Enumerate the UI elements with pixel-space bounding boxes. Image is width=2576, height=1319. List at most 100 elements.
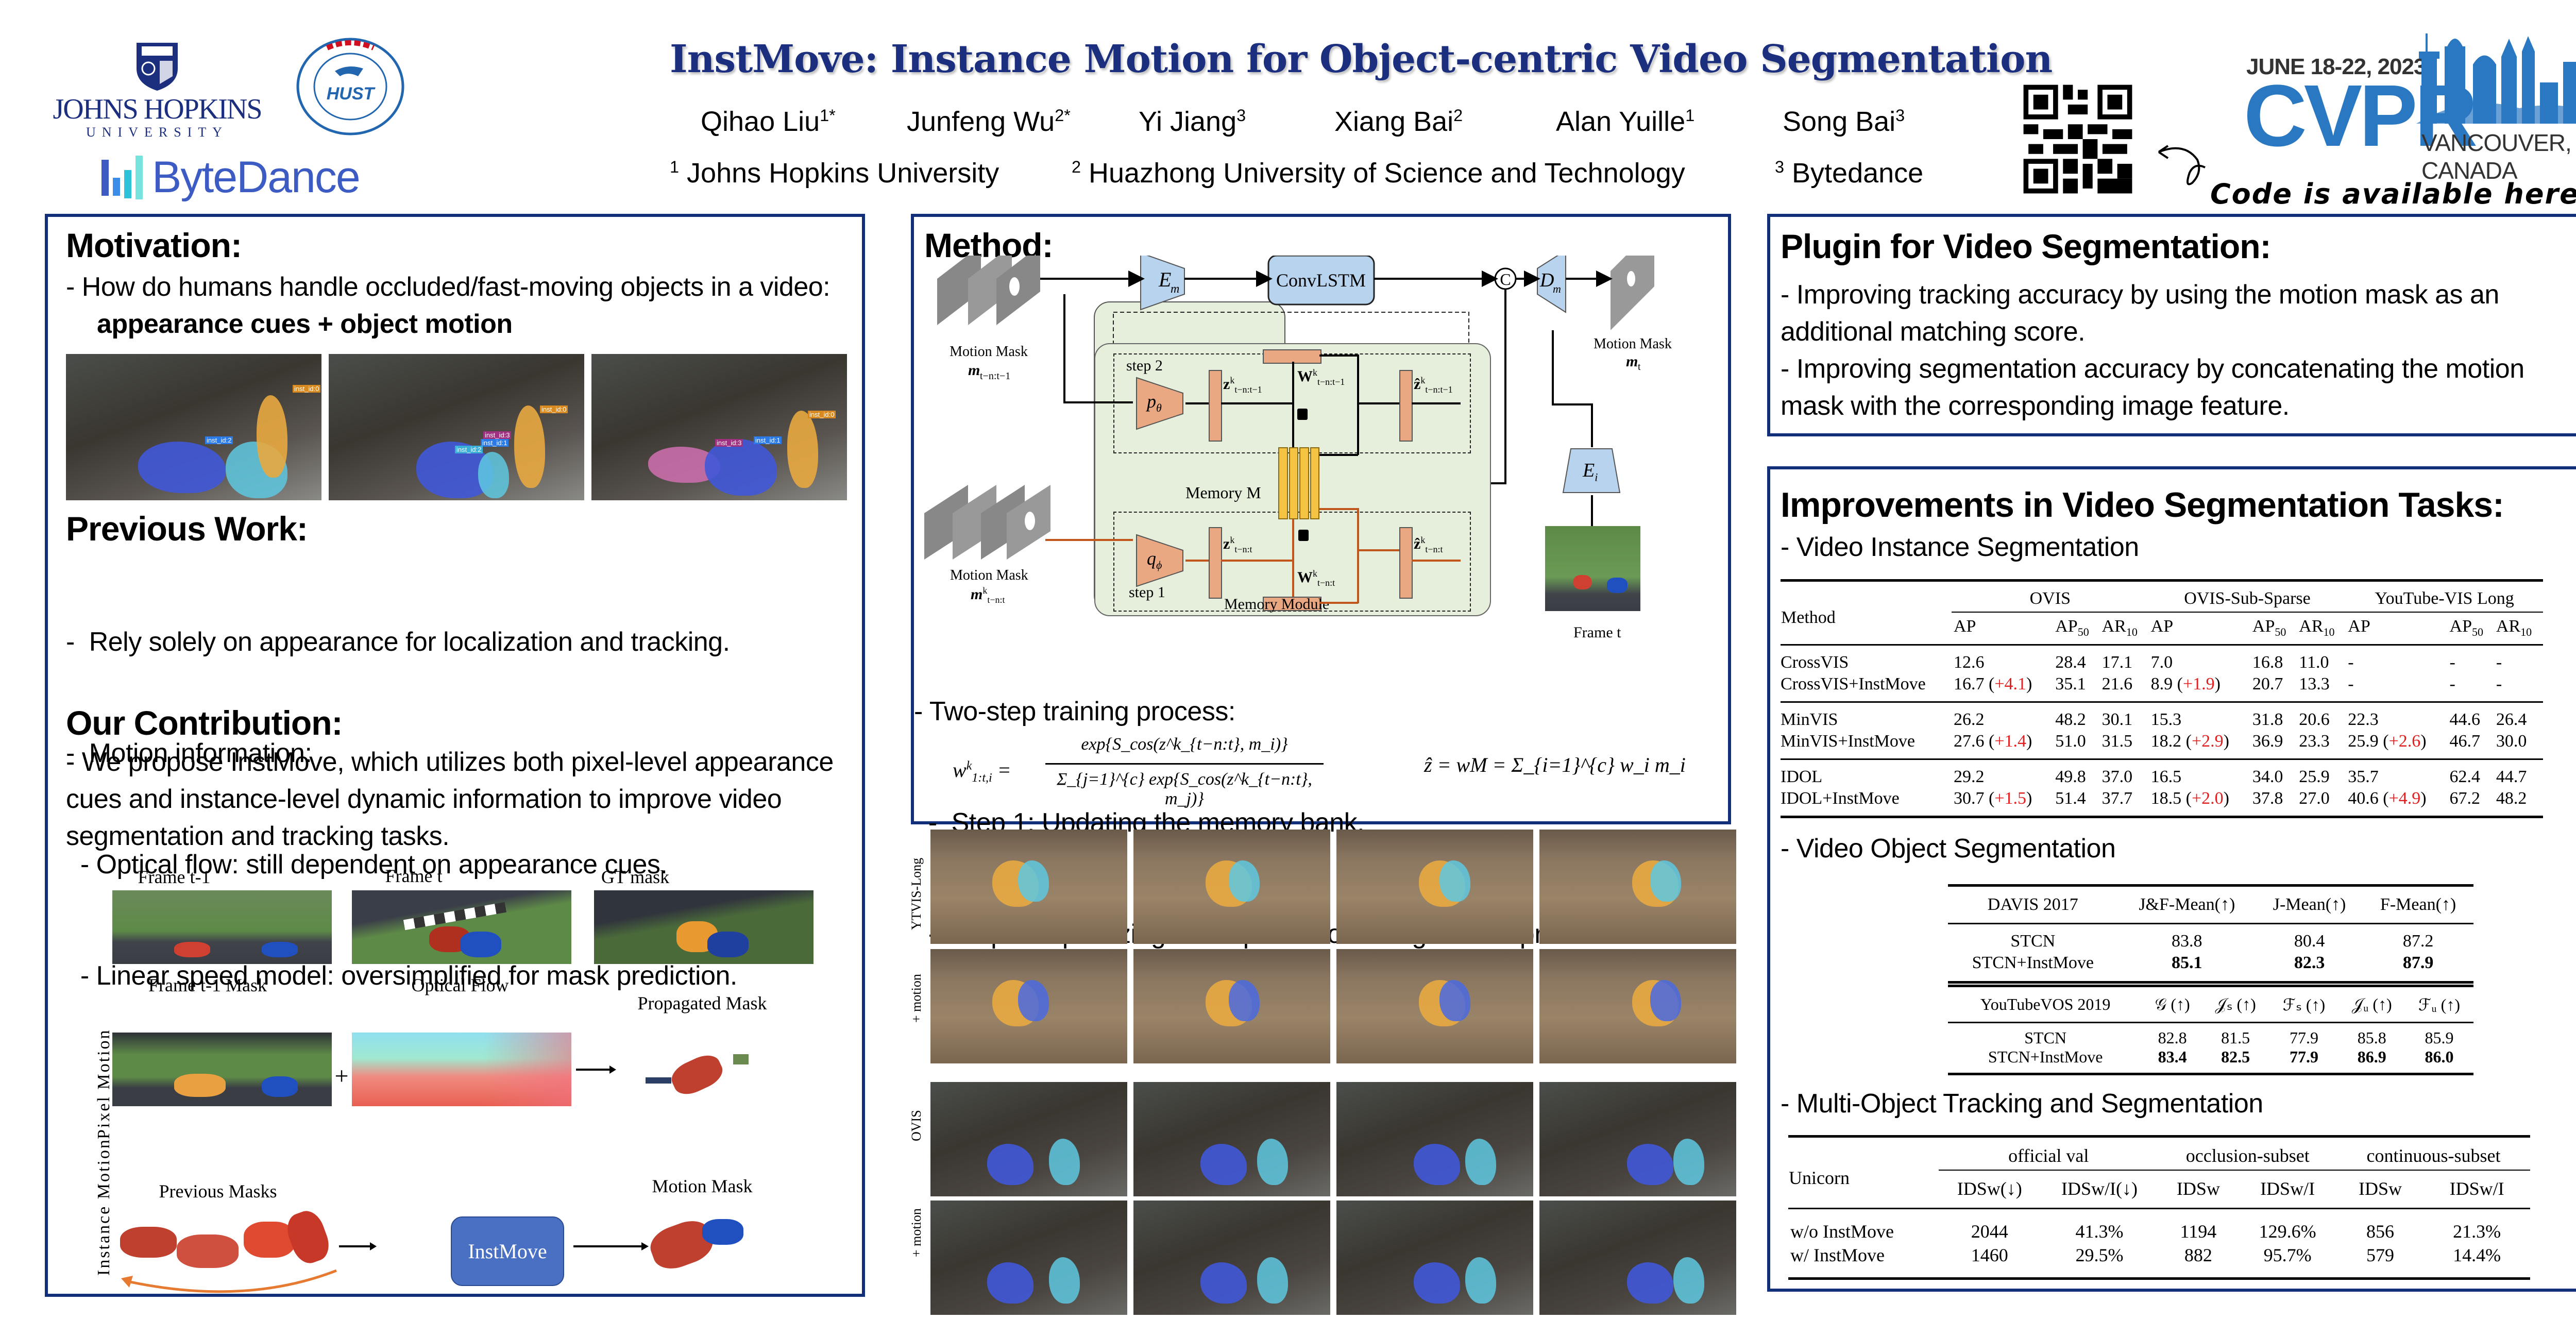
memory-m-label: Memory M: [1185, 483, 1261, 502]
caption-propagated-mask: Propagated Mask: [637, 993, 767, 1013]
result-thumbnail: [1539, 830, 1736, 944]
value-cell: 51.0: [2055, 731, 2086, 751]
posterior-q-phi: [1136, 534, 1183, 587]
value-cell: 22.3: [2348, 709, 2379, 729]
method-cell: w/o InstMove: [1790, 1221, 1894, 1242]
arrow-right-icon: [573, 1242, 649, 1250]
improvements-panel: Improvements in Video Segmentation Tasks…: [1767, 466, 2576, 1292]
value-cell: 27.0: [2299, 788, 2330, 808]
svg-text:m: m: [1553, 282, 1561, 295]
value-cell: 579: [2366, 1245, 2395, 1265]
input-mask-stack-top: [937, 256, 1040, 325]
ytvos-header: 𝒥ₛ (↑): [2215, 995, 2256, 1013]
result-thumbnail: [1133, 949, 1330, 1063]
w-top-bar: [1263, 349, 1321, 364]
method-cell: IDOL+InstMove: [1781, 788, 1900, 808]
mask-in-bottom-symbol: mkt−n:t: [971, 585, 1005, 605]
mask-in-bottom-label: Motion Mask: [950, 567, 1028, 583]
z-bot-bar: [1209, 527, 1222, 599]
svg-text:D: D: [1539, 269, 1554, 291]
value-cell: 85.9: [2425, 1028, 2454, 1047]
svg-text:C: C: [1500, 270, 1511, 289]
cvpr-logo: JUNE 18-22, 2023 CVPR VANCOUVER, CANADA: [2102, 31, 2576, 184]
encoder-ei: [1562, 448, 1621, 493]
davis-header: F-Mean(↑): [2380, 895, 2456, 914]
poster-title: InstMove: Instance Motion for Object-cen…: [670, 37, 2053, 81]
value-cell: 13.3: [2299, 674, 2330, 694]
ei-label: Ei: [1583, 460, 1598, 484]
value-cell: 21.3%: [2453, 1221, 2501, 1242]
value-cell: 21.6: [2102, 674, 2133, 694]
cvpr-dates: JUNE 18-22, 2023: [2246, 54, 2426, 79]
mots-metric-header: IDSw: [2176, 1178, 2220, 1199]
value-cell: 1460: [1971, 1245, 2008, 1265]
list-item: - Rely solely on appearance for localiza…: [66, 627, 730, 657]
value-cell: 29.2: [1954, 767, 1985, 786]
bytedance-bars-icon: [101, 156, 143, 199]
value-cell: 1194: [2180, 1221, 2217, 1242]
optical-flow-image: [352, 1033, 571, 1106]
gain-value: +4.1: [1994, 674, 2027, 694]
author: Qihao Liu1*: [701, 106, 836, 137]
mots-metric-header: IDSw(↓): [1957, 1178, 2022, 1199]
motivation-image-3: inst_id:0 inst_id:3 inst_id:1: [591, 354, 847, 500]
gain-value: +2.6: [2388, 731, 2421, 751]
svg-text:m: m: [968, 362, 980, 379]
value-cell: 86.0: [2425, 1047, 2454, 1066]
value-cell: 77.9: [2289, 1028, 2318, 1047]
memory-module: step 2 step 1 pθ qϕ Memory M Memory Modu…: [1094, 343, 1491, 616]
gain-value: +2.9: [2191, 731, 2224, 751]
value-cell: 31.5: [2102, 731, 2133, 751]
svg-text:m: m: [1626, 353, 1638, 370]
vos-subheading: - Video Object Segmentation: [1781, 834, 2116, 864]
value-cell: 2044: [1971, 1221, 2008, 1242]
input-mask-stack-bottom: [924, 485, 1050, 560]
gain-value: +1.5: [1994, 788, 2027, 808]
value-cell: 16.7 (+4.1): [1954, 674, 2032, 694]
gain-value: +4.9: [2388, 788, 2421, 808]
encoder-em: [1140, 256, 1185, 311]
value-cell: 41.3%: [2075, 1221, 2124, 1242]
value-cell: -: [2449, 652, 2455, 672]
value-cell: 62.4: [2449, 767, 2481, 786]
vis-group-header: OVIS: [1952, 580, 2149, 613]
qr-code[interactable]: [2016, 80, 2137, 198]
ytvos-header: ℱᵤ (↑): [2418, 995, 2460, 1014]
value-cell: 51.4: [2055, 788, 2086, 808]
mots-group-header: occlusion-subset: [2158, 1136, 2337, 1171]
value-cell: 27.6 (+1.4): [1954, 731, 2032, 751]
value-cell: 87.2: [2402, 932, 2434, 951]
equation-weight: wk1:t,i = exp{S_cos(z^k_{t−n:t}, m_i)} Σ…: [953, 735, 1365, 808]
mots-metric-header: IDSw: [2359, 1178, 2402, 1199]
gain-value: +1.4: [1994, 731, 2027, 751]
method-cell: STCN: [2024, 1028, 2067, 1047]
value-cell: 67.2: [2449, 788, 2481, 808]
equation-zhat: ẑ = wM = Σ_{i=1}^{c} w_i m_i: [1424, 753, 1686, 776]
value-cell: 26.4: [2496, 709, 2527, 729]
value-cell: 31.8: [2252, 709, 2283, 729]
gain-value: +1.9: [2182, 674, 2215, 694]
affiliation: 3 Bytedance: [1775, 158, 1924, 189]
result-thumbnail: [1133, 1082, 1330, 1196]
svg-text:t: t: [1638, 361, 1641, 373]
author-list: Qihao Liu1* Junfeng Wu2* Yi Jiang3 Xiang…: [670, 106, 1968, 142]
jhu-university: UNIVERSITY: [86, 125, 228, 140]
author: Junfeng Wu2*: [907, 106, 1071, 137]
frame-t-image: [352, 890, 571, 964]
w-bot-label: Wkt−n:t: [1297, 568, 1335, 588]
vancouver-skyline-icon: [2416, 33, 2576, 124]
gt-mask-image: [594, 890, 814, 964]
hust-logo: HUST: [286, 35, 415, 138]
list-item: - Optical flow: still dependent on appea…: [66, 850, 668, 880]
frame-t-label: Frame t: [1573, 624, 1621, 641]
value-cell: 12.6: [1954, 652, 1985, 672]
value-cell: 20.6: [2299, 709, 2330, 729]
svg-text:t−n:t−1: t−n:t−1: [980, 370, 1010, 382]
vis-method-header: Method: [1781, 607, 1836, 627]
svg-text:Motion Mask: Motion Mask: [1594, 336, 1672, 352]
method-cell: STCN+InstMove: [1988, 1047, 2103, 1066]
